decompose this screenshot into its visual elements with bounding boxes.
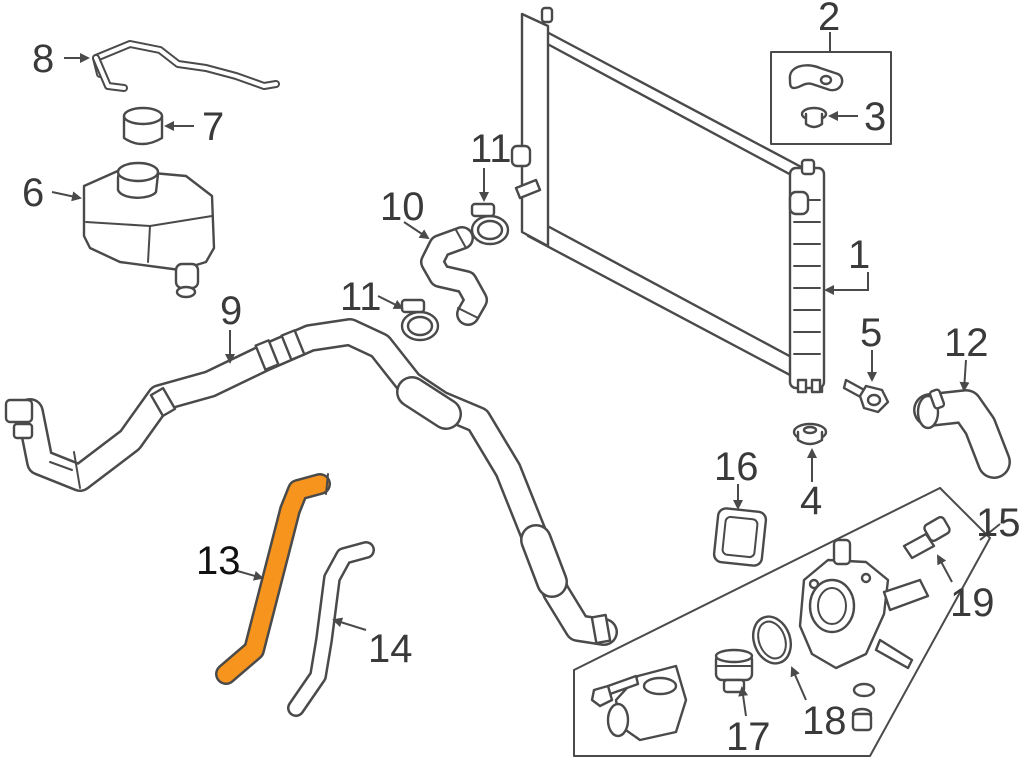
callout-1: 1 xyxy=(848,233,870,277)
callout-8: 8 xyxy=(32,37,54,81)
long-heater-hose[interactable] xyxy=(4,318,618,646)
callout-6: 6 xyxy=(22,171,44,215)
radiator[interactable] xyxy=(510,6,826,394)
callout-10: 10 xyxy=(380,185,425,229)
coolant-reservoir[interactable] xyxy=(82,161,216,299)
o-ring[interactable] xyxy=(747,611,797,668)
grommet[interactable] xyxy=(800,106,828,129)
lower-radiator-hose[interactable] xyxy=(913,388,1011,479)
hose-clamp-lower[interactable] xyxy=(400,298,440,342)
callout-4: 4 xyxy=(800,479,822,523)
callout-5: 5 xyxy=(860,311,882,355)
hose-clamp-upper[interactable] xyxy=(470,202,510,246)
callout-14: 14 xyxy=(368,627,413,671)
callout-17: 17 xyxy=(726,715,771,759)
gasket[interactable] xyxy=(712,507,768,567)
heater-hose-highlighted[interactable] xyxy=(215,473,331,685)
callout-12: 12 xyxy=(944,321,989,365)
overflow-hose[interactable] xyxy=(92,40,280,92)
small-seal[interactable] xyxy=(852,682,876,698)
callout-19: 19 xyxy=(950,581,995,625)
housing-bolt[interactable] xyxy=(590,674,640,708)
callout-11-lower: 11 xyxy=(340,275,382,319)
thermostat-housing[interactable] xyxy=(798,538,930,670)
water-outlet[interactable] xyxy=(606,664,688,742)
upper-radiator-hose[interactable] xyxy=(420,226,488,326)
callout-16: 16 xyxy=(714,445,759,489)
callout-3: 3 xyxy=(864,95,886,139)
bolt[interactable] xyxy=(842,378,890,414)
reservoir-cap[interactable] xyxy=(122,106,164,146)
lower-insulator[interactable] xyxy=(792,422,828,446)
callout-11-upper: 11 xyxy=(470,127,512,171)
callout-7: 7 xyxy=(202,105,224,149)
callout-13: 13 xyxy=(196,539,241,583)
thermostat-housing-group xyxy=(573,487,991,757)
callout-2: 2 xyxy=(818,0,840,39)
callout-18: 18 xyxy=(802,699,847,743)
plug[interactable] xyxy=(851,707,873,732)
upper-bracket[interactable] xyxy=(770,51,892,145)
temperature-sensor[interactable] xyxy=(902,515,951,560)
thermostat[interactable] xyxy=(714,648,754,694)
callout-9: 9 xyxy=(220,289,242,333)
callout-15: 15 xyxy=(976,501,1021,545)
heater-hose[interactable] xyxy=(287,541,375,717)
